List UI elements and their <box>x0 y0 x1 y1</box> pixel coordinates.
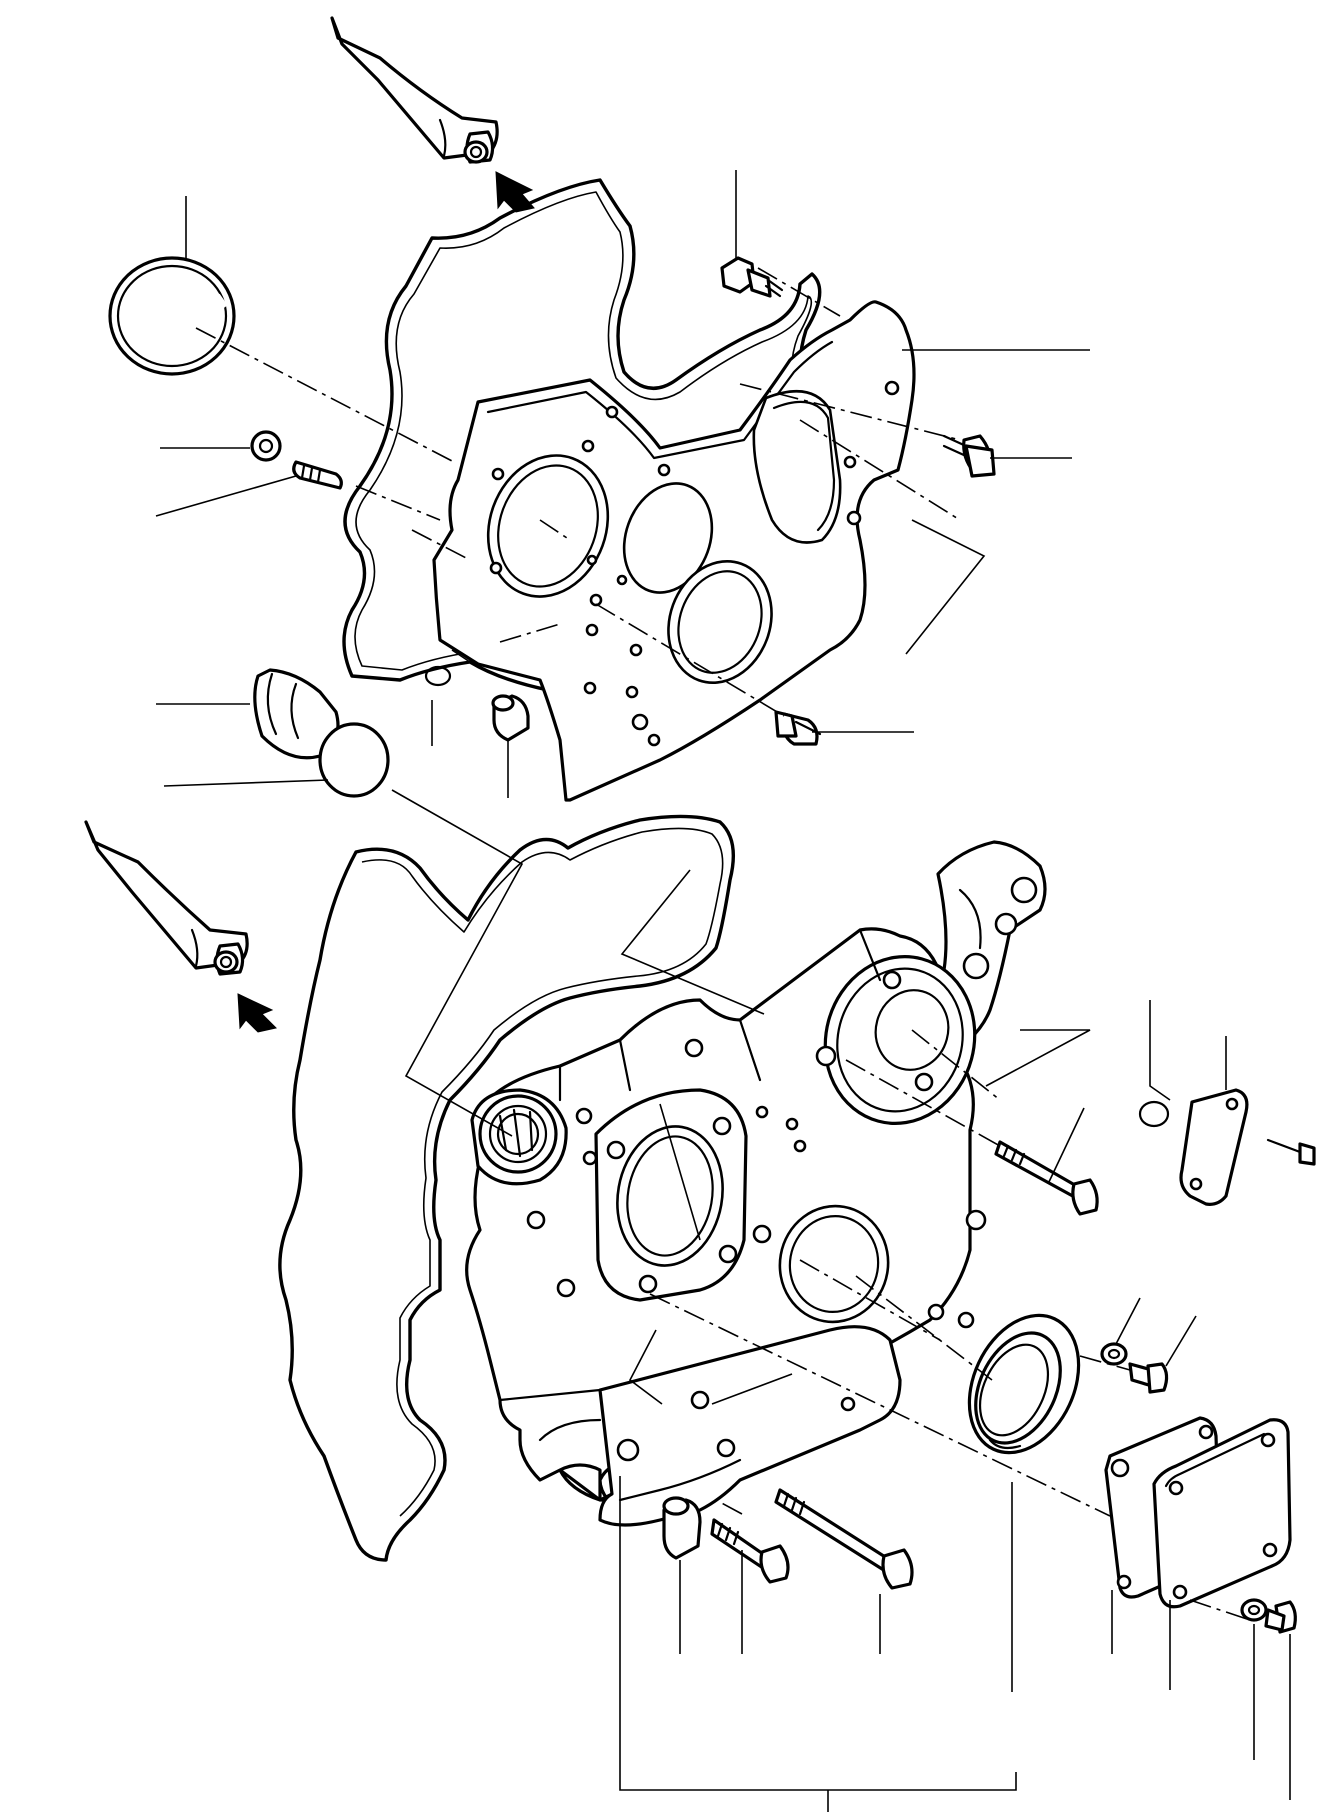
apply-arrow-bottom <box>237 993 277 1033</box>
assembly-axes <box>195 267 1251 1621</box>
small-o-ring-right <box>1138 1100 1170 1128</box>
upper-o-ring <box>108 256 236 376</box>
apply-arrow-top <box>495 171 535 213</box>
gear-case-plate <box>432 300 916 802</box>
gear-case <box>465 840 1047 1527</box>
lower-gasket-outline <box>278 814 736 1562</box>
long-bolt-upper <box>994 1140 1099 1216</box>
filler-cap-o-ring <box>318 722 390 798</box>
bolt-upper-right <box>942 434 996 478</box>
sealant-tube-top <box>330 16 499 164</box>
stud-left <box>292 460 343 490</box>
leader-lines <box>155 170 1291 1812</box>
nut-left <box>250 430 282 462</box>
washer-bottom <box>1240 1598 1268 1622</box>
bolt-bottom-right <box>1264 1600 1297 1634</box>
crankshaft-oil-seal <box>967 1313 1081 1455</box>
bolt-short-right <box>1128 1362 1169 1394</box>
small-o-ring-left <box>424 665 452 687</box>
bolt-upper-top <box>720 256 784 298</box>
dowel-pin <box>491 694 530 742</box>
dowel-bush-bottom <box>662 1496 702 1560</box>
small-bolt-right <box>1266 1138 1316 1166</box>
washer-right <box>1100 1342 1128 1366</box>
bolt-plate-bottom <box>774 710 822 746</box>
sealant-tube-bottom <box>84 820 249 976</box>
long-bolt-bottom <box>774 1488 914 1590</box>
bolt-bottom-middle <box>710 1518 790 1584</box>
small-cover <box>1179 1088 1249 1206</box>
